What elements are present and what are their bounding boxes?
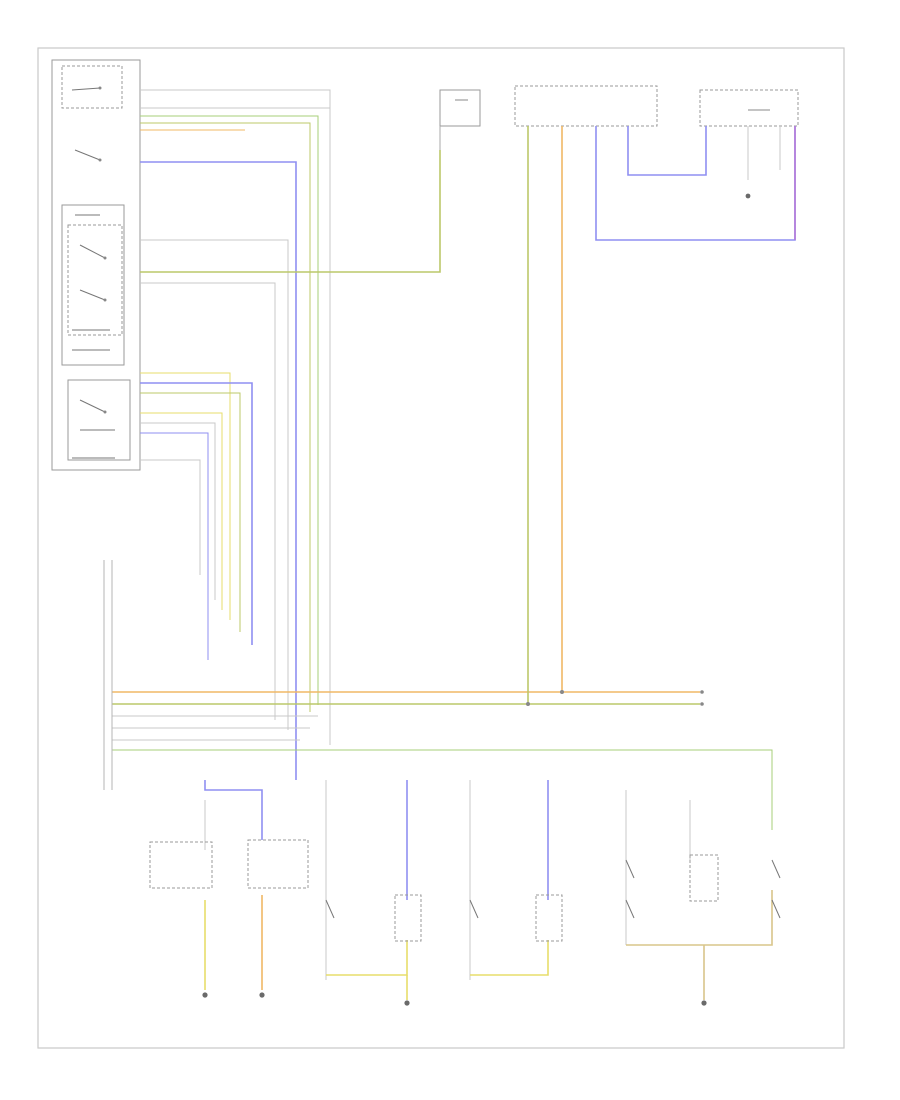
fuse-block <box>439 89 481 150</box>
diagram-frame <box>37 47 845 1049</box>
bus-junction-dot <box>560 690 564 694</box>
ground-points <box>202 193 751 1006</box>
wires <box>112 89 796 1000</box>
central-electrics-module <box>514 85 658 127</box>
connector-ticks <box>103 560 113 790</box>
light-switch-assembly <box>51 59 141 471</box>
bus-junction-dot <box>526 702 530 706</box>
lower-components <box>149 839 781 942</box>
instrument-cluster-module <box>699 89 799 127</box>
bus-end-dot <box>700 690 704 694</box>
bus-end-dot <box>700 702 704 706</box>
